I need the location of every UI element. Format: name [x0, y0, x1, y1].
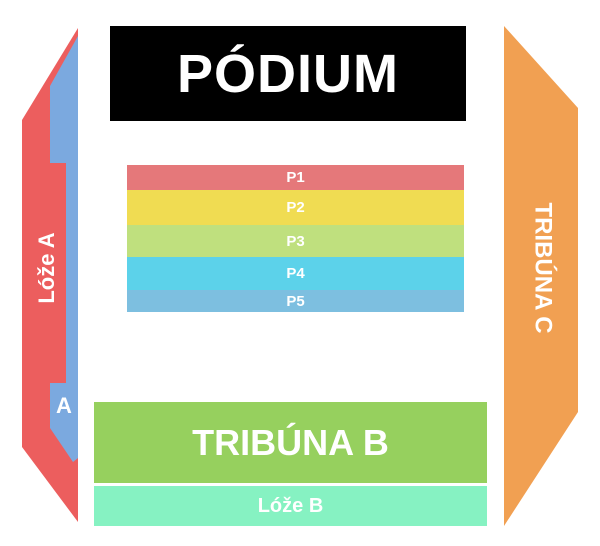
- row-label: P1: [286, 169, 305, 186]
- loze-a-middle: [42, 163, 66, 383]
- loze-a-label: Lóže A: [34, 232, 59, 303]
- row-p3[interactable]: P3: [127, 225, 464, 257]
- row-p1[interactable]: P1: [127, 165, 464, 190]
- section-a-strip[interactable]: [50, 36, 78, 462]
- podium-section[interactable]: PÓDIUM: [110, 26, 466, 121]
- row-label: P4: [286, 265, 305, 282]
- row-label: P5: [286, 292, 305, 310]
- row-label: P2: [286, 199, 305, 216]
- tribuna-b-section[interactable]: TRIBÚNA B: [94, 402, 487, 483]
- podium-label: PÓDIUM: [177, 43, 399, 104]
- tribuna-c-label: TRIBÚNA C: [530, 202, 558, 333]
- row-p5[interactable]: P5: [127, 290, 464, 312]
- section-a-label: A: [56, 393, 72, 418]
- loze-b-section[interactable]: Lóže B: [94, 486, 487, 526]
- row-p2[interactable]: P2: [127, 190, 464, 225]
- row-p4[interactable]: P4: [127, 257, 464, 290]
- loze-b-label: Lóže B: [257, 494, 324, 517]
- row-label: P3: [286, 232, 305, 250]
- tribuna-c-section[interactable]: [504, 26, 578, 526]
- tribuna-b-label: TRIBÚNA B: [192, 421, 389, 463]
